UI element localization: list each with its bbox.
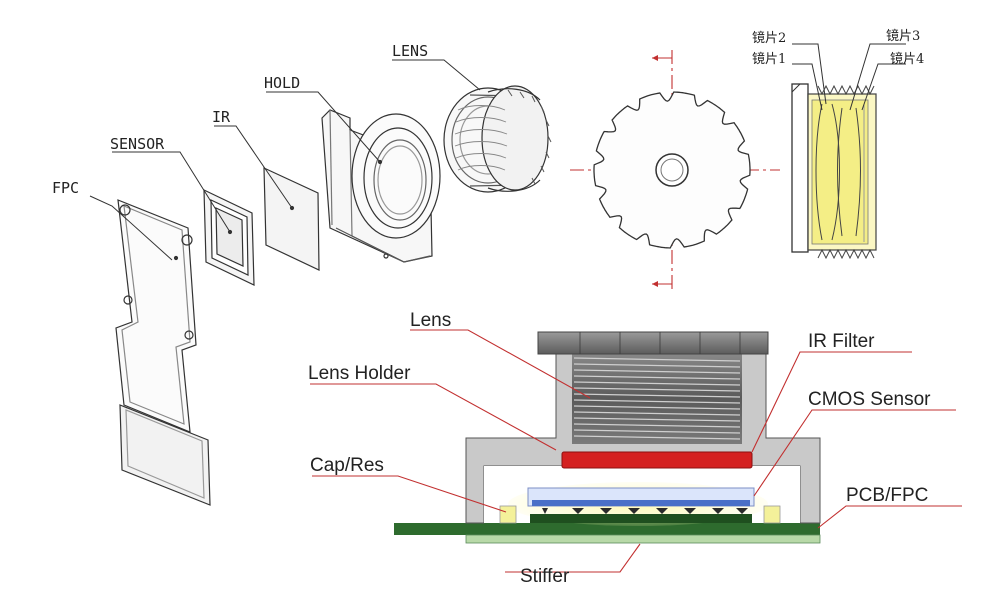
cross-section-leaders bbox=[310, 329, 962, 573]
cap-res-right bbox=[763, 505, 781, 524]
label-cap-res: Cap/Res bbox=[310, 455, 384, 476]
cross-section bbox=[394, 331, 821, 544]
lens-cap bbox=[537, 331, 769, 355]
label-pcb-fpc: PCB/FPC bbox=[846, 485, 928, 506]
label-lens-4: 镜片4 bbox=[890, 52, 924, 67]
pcb-fpc-layer bbox=[394, 523, 820, 535]
lens-threads bbox=[572, 352, 742, 444]
label-lens-1: 镜片1 bbox=[752, 52, 786, 67]
sensor-glass bbox=[532, 500, 750, 506]
label-lens: LENS bbox=[392, 42, 428, 60]
ir-filter bbox=[561, 451, 753, 469]
stiffener-layer bbox=[465, 534, 821, 544]
lens-barrel-part bbox=[443, 85, 552, 193]
lens-barrel-section bbox=[791, 43, 906, 260]
label-lens-holder: Lens Holder bbox=[308, 363, 411, 384]
exploded-leaders bbox=[89, 59, 481, 261]
solder-bumps bbox=[542, 508, 748, 514]
lens-front-view bbox=[570, 50, 780, 292]
label-lens-section: Lens bbox=[410, 310, 451, 331]
label-cmos-sensor: CMOS Sensor bbox=[808, 389, 931, 410]
cross-section-labels: Lens Lens Holder Cap/Res Stiffer IR Filt… bbox=[308, 310, 931, 587]
label-hold: HOLD bbox=[264, 74, 300, 92]
fpc-part bbox=[115, 199, 211, 506]
label-stiffer: Stiffer bbox=[520, 566, 570, 587]
ir-filter-part bbox=[263, 167, 320, 271]
lens-element-labels: 镜片2 镜片1 镜片3 镜片4 bbox=[752, 29, 924, 67]
cap-res-left bbox=[499, 505, 517, 524]
exploded-view bbox=[115, 85, 552, 506]
label-fpc: FPC bbox=[52, 179, 79, 197]
label-lens-3: 镜片3 bbox=[886, 29, 920, 44]
holder-part bbox=[321, 109, 441, 263]
sensor-part bbox=[203, 189, 255, 286]
label-ir-filter: IR Filter bbox=[808, 331, 875, 352]
label-sensor: SENSOR bbox=[110, 135, 165, 153]
label-ir: IR bbox=[212, 108, 231, 126]
label-lens-2: 镜片2 bbox=[752, 31, 786, 46]
exploded-labels: FPC SENSOR IR HOLD LENS bbox=[52, 42, 428, 197]
